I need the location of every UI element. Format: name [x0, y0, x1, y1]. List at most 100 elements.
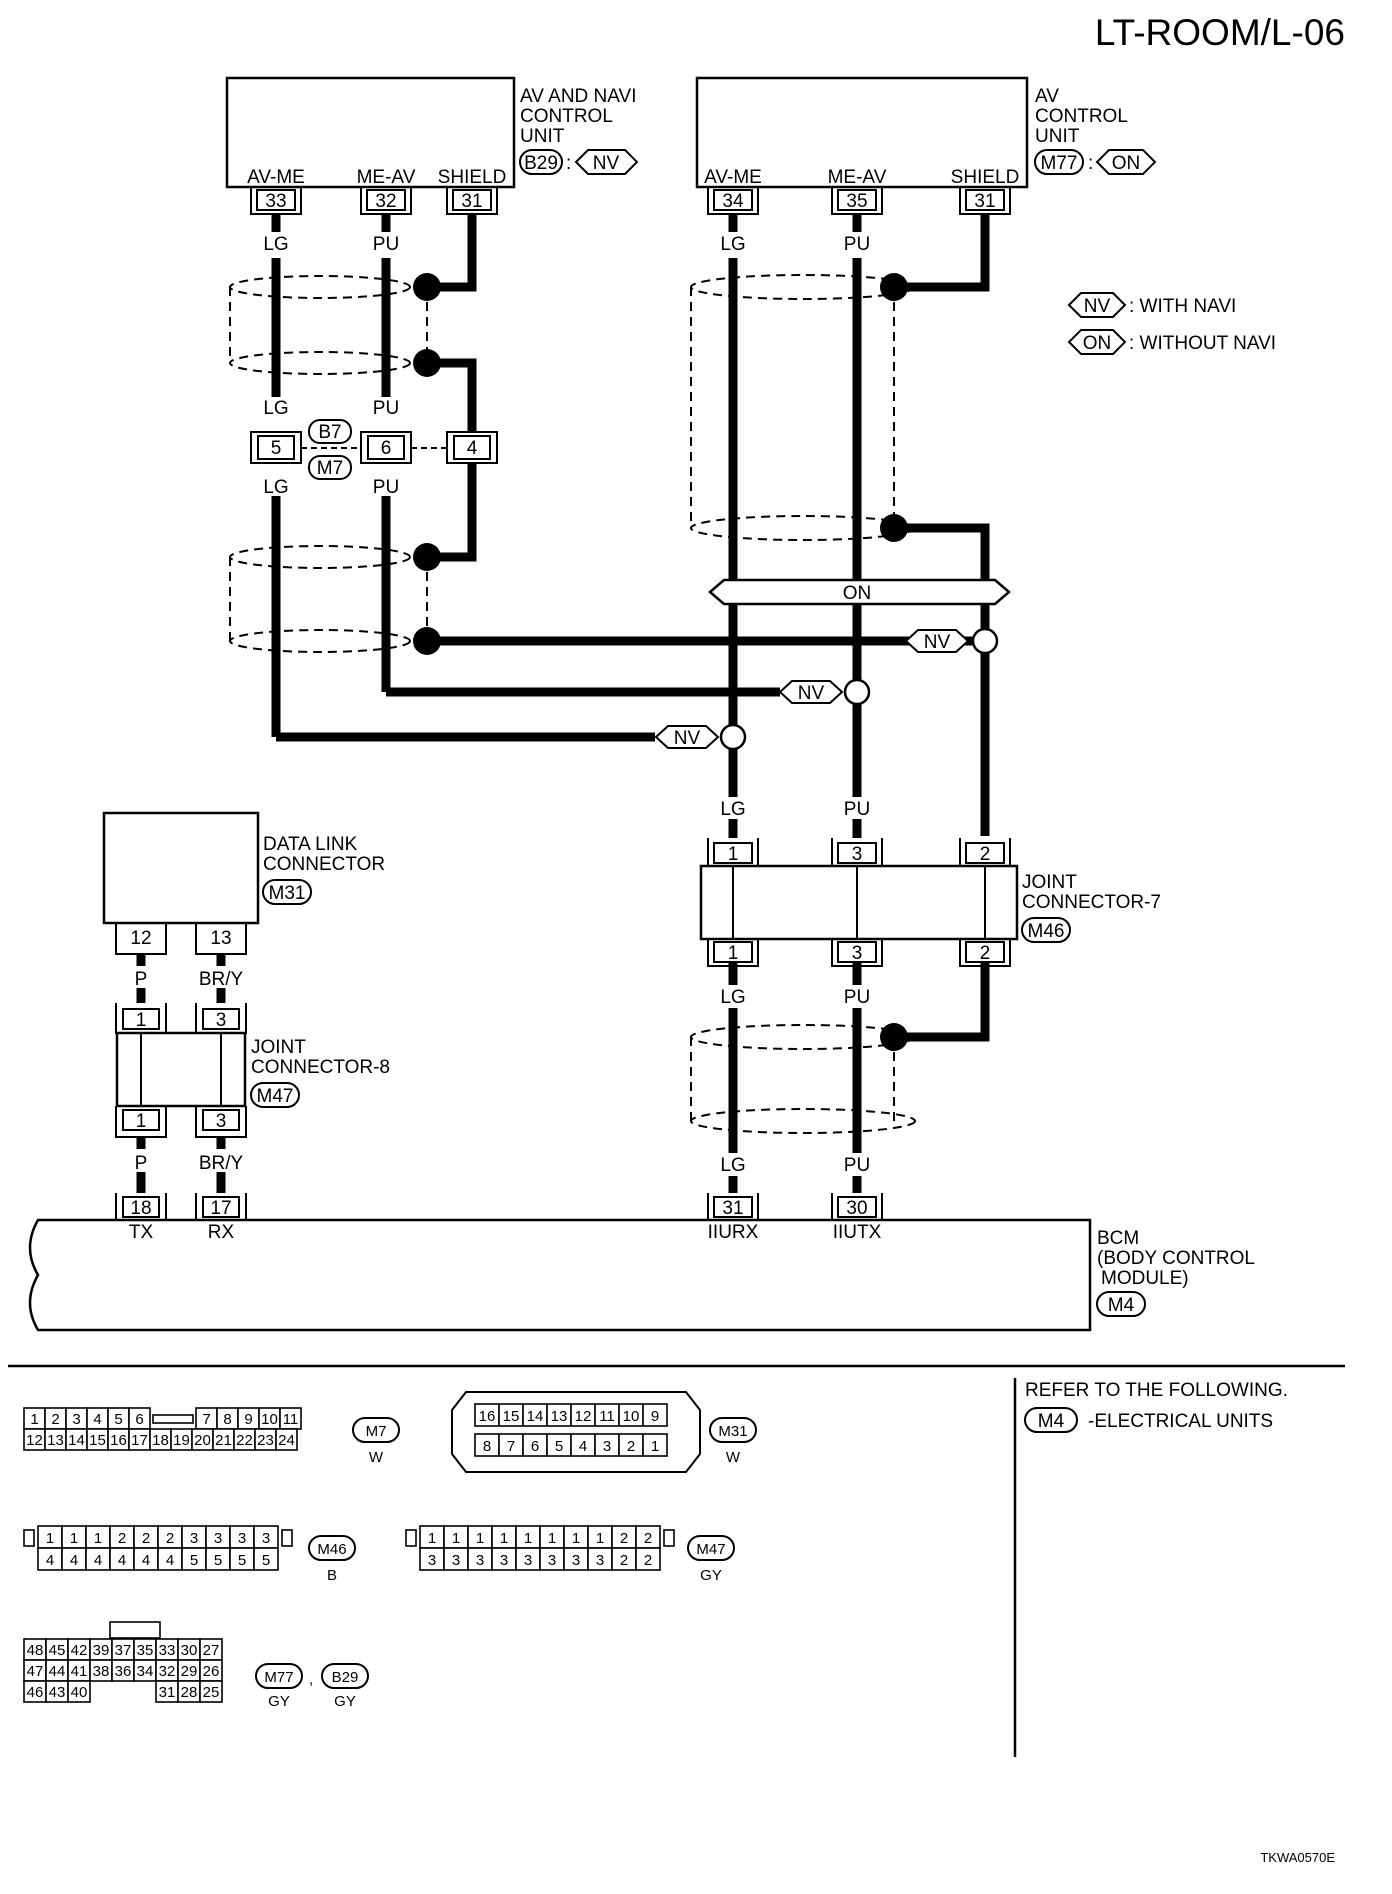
m77-pin-40: 40 [71, 1684, 88, 1701]
m7-pin-18: 18 [152, 1432, 169, 1449]
m47-tag: M47 [696, 1541, 725, 1558]
m31-pin-16: 16 [479, 1408, 496, 1425]
svg-text:PU: PU [844, 987, 870, 1008]
navi-wiring [271, 214, 985, 742]
m46-pin-1: 1 [70, 1530, 78, 1547]
m7-pin-24: 24 [278, 1432, 295, 1449]
svg-text:31: 31 [722, 1198, 743, 1219]
joint-connector-8: 1 3 1 3 JOINT CONNECTOR-8 M47 [115, 1003, 390, 1138]
wire-bry-1: BR/Y [199, 969, 244, 990]
m47-pin-b7: 3 [596, 1552, 604, 1569]
m47-tag-color: GY [700, 1567, 722, 1584]
m77-pin-36: 36 [115, 1663, 132, 1680]
av-navi-pin-name-3: SHIELD [438, 167, 507, 188]
m47-pin-b3: 3 [500, 1552, 508, 1569]
m46-pin-8: 3 [238, 1530, 246, 1547]
m77-pin-27: 27 [203, 1642, 220, 1659]
svg-text:34: 34 [722, 191, 744, 212]
av-navi-pin-name-2: ME-AV [357, 167, 416, 188]
svg-text:31: 31 [461, 191, 482, 212]
svg-text:5: 5 [271, 438, 282, 459]
m77-pin-45: 45 [49, 1642, 66, 1659]
m31-pin-15: 15 [503, 1408, 520, 1425]
svg-text:,: , [309, 1671, 313, 1688]
svg-text:33: 33 [265, 191, 286, 212]
m7-pin-9: 9 [244, 1411, 252, 1428]
svg-text:32: 32 [375, 191, 396, 212]
av-control-line2: CONTROL [1035, 106, 1128, 127]
shield-splice-2 [413, 349, 441, 377]
m46-pin-7: 3 [214, 1530, 222, 1547]
m7-pin-2: 2 [51, 1411, 59, 1428]
svg-text:35: 35 [846, 191, 867, 212]
svg-text:(BODY CONTROL: (BODY CONTROL [1097, 1248, 1255, 1269]
av-control-line3: UNIT [1035, 126, 1080, 147]
m77-pin-25: 25 [203, 1684, 220, 1701]
svg-text:PU: PU [844, 799, 870, 820]
m31-pin-11: 11 [599, 1408, 615, 1425]
m31-pin-14: 14 [527, 1408, 544, 1425]
svg-text:30: 30 [846, 1198, 867, 1219]
m77-tag-color: GY [268, 1693, 290, 1710]
m7-pin-7: 7 [202, 1411, 210, 1428]
svg-text:1: 1 [136, 1111, 147, 1132]
svg-text:1: 1 [136, 1010, 147, 1031]
m47-pin-7: 1 [596, 1530, 604, 1547]
m31-tag-color: W [726, 1449, 741, 1466]
m46-pin-4: 2 [142, 1530, 150, 1547]
m31-pin-4: 4 [579, 1438, 587, 1455]
m46-pin-5: 2 [166, 1530, 174, 1547]
wire-pu-2: PU [373, 398, 399, 419]
m7-pin-16: 16 [110, 1432, 127, 1449]
m46-tag-color: B [327, 1567, 337, 1584]
svg-text:12: 12 [130, 928, 151, 949]
refer-section: REFER TO THE FOLLOWING. M4 -ELECTRICAL U… [1024, 1380, 1288, 1433]
m7-pin-23: 23 [257, 1432, 274, 1449]
svg-text:LG: LG [720, 1155, 745, 1176]
m47-pin-3: 1 [500, 1530, 508, 1547]
av-control-pins: 34 35 31 [707, 187, 1011, 215]
svg-text:M7: M7 [317, 458, 343, 479]
svg-text:IIUTX: IIUTX [833, 1222, 882, 1243]
svg-text:BCM: BCM [1097, 1228, 1139, 1249]
m47-pin-4: 1 [524, 1530, 532, 1547]
svg-text:REFER TO THE FOLLOWING.: REFER TO THE FOLLOWING. [1025, 1380, 1288, 1401]
m77-pin-42: 42 [71, 1642, 88, 1659]
m31-pin-10: 10 [623, 1408, 640, 1425]
av-navi-option: NV [593, 153, 620, 174]
svg-text:3: 3 [216, 1010, 227, 1031]
shield-splice-7 [880, 1023, 908, 1051]
svg-text:3: 3 [852, 943, 863, 964]
av-control-option: ON [1112, 153, 1141, 174]
m46-pin-9: 3 [262, 1530, 270, 1547]
svg-text:6: 6 [381, 438, 392, 459]
m46-pin-0: 1 [46, 1530, 54, 1547]
inline-connector-b7-m7: 5 6 4 B7 M7 [250, 419, 498, 480]
m31-tag: M31 [718, 1423, 747, 1440]
m46-pin-b2: 4 [94, 1552, 102, 1569]
svg-text:M4: M4 [1108, 1295, 1135, 1316]
m77-pin-39: 39 [93, 1642, 110, 1659]
svg-text:1: 1 [728, 943, 739, 964]
m31-pin-9: 9 [651, 1408, 659, 1425]
svg-text:M46: M46 [1028, 921, 1065, 942]
svg-text:M31: M31 [269, 883, 306, 904]
m46-pin-b9: 5 [262, 1552, 270, 1569]
m31-pin-3: 3 [603, 1438, 611, 1455]
av-navi-pin-name-1: AV-ME [247, 167, 305, 188]
wire-p-2: P [135, 1153, 148, 1174]
svg-text:3: 3 [852, 844, 863, 865]
svg-text:CONNECTOR-8: CONNECTOR-8 [251, 1057, 390, 1078]
m47-pin-b2: 3 [476, 1552, 484, 1569]
m31-pin-6: 6 [531, 1438, 539, 1455]
m7-pin-12: 12 [26, 1432, 43, 1449]
svg-text:PU: PU [844, 234, 870, 255]
m77-pin-48: 48 [27, 1642, 44, 1659]
svg-text:2: 2 [980, 943, 991, 964]
av-control-connector: M77 [1041, 153, 1078, 174]
m77-pin-34: 34 [137, 1663, 154, 1680]
on-bus-label: ON [708, 578, 1011, 606]
wire-lg-3: LG [263, 477, 288, 498]
m7-pin-17: 17 [131, 1432, 148, 1449]
